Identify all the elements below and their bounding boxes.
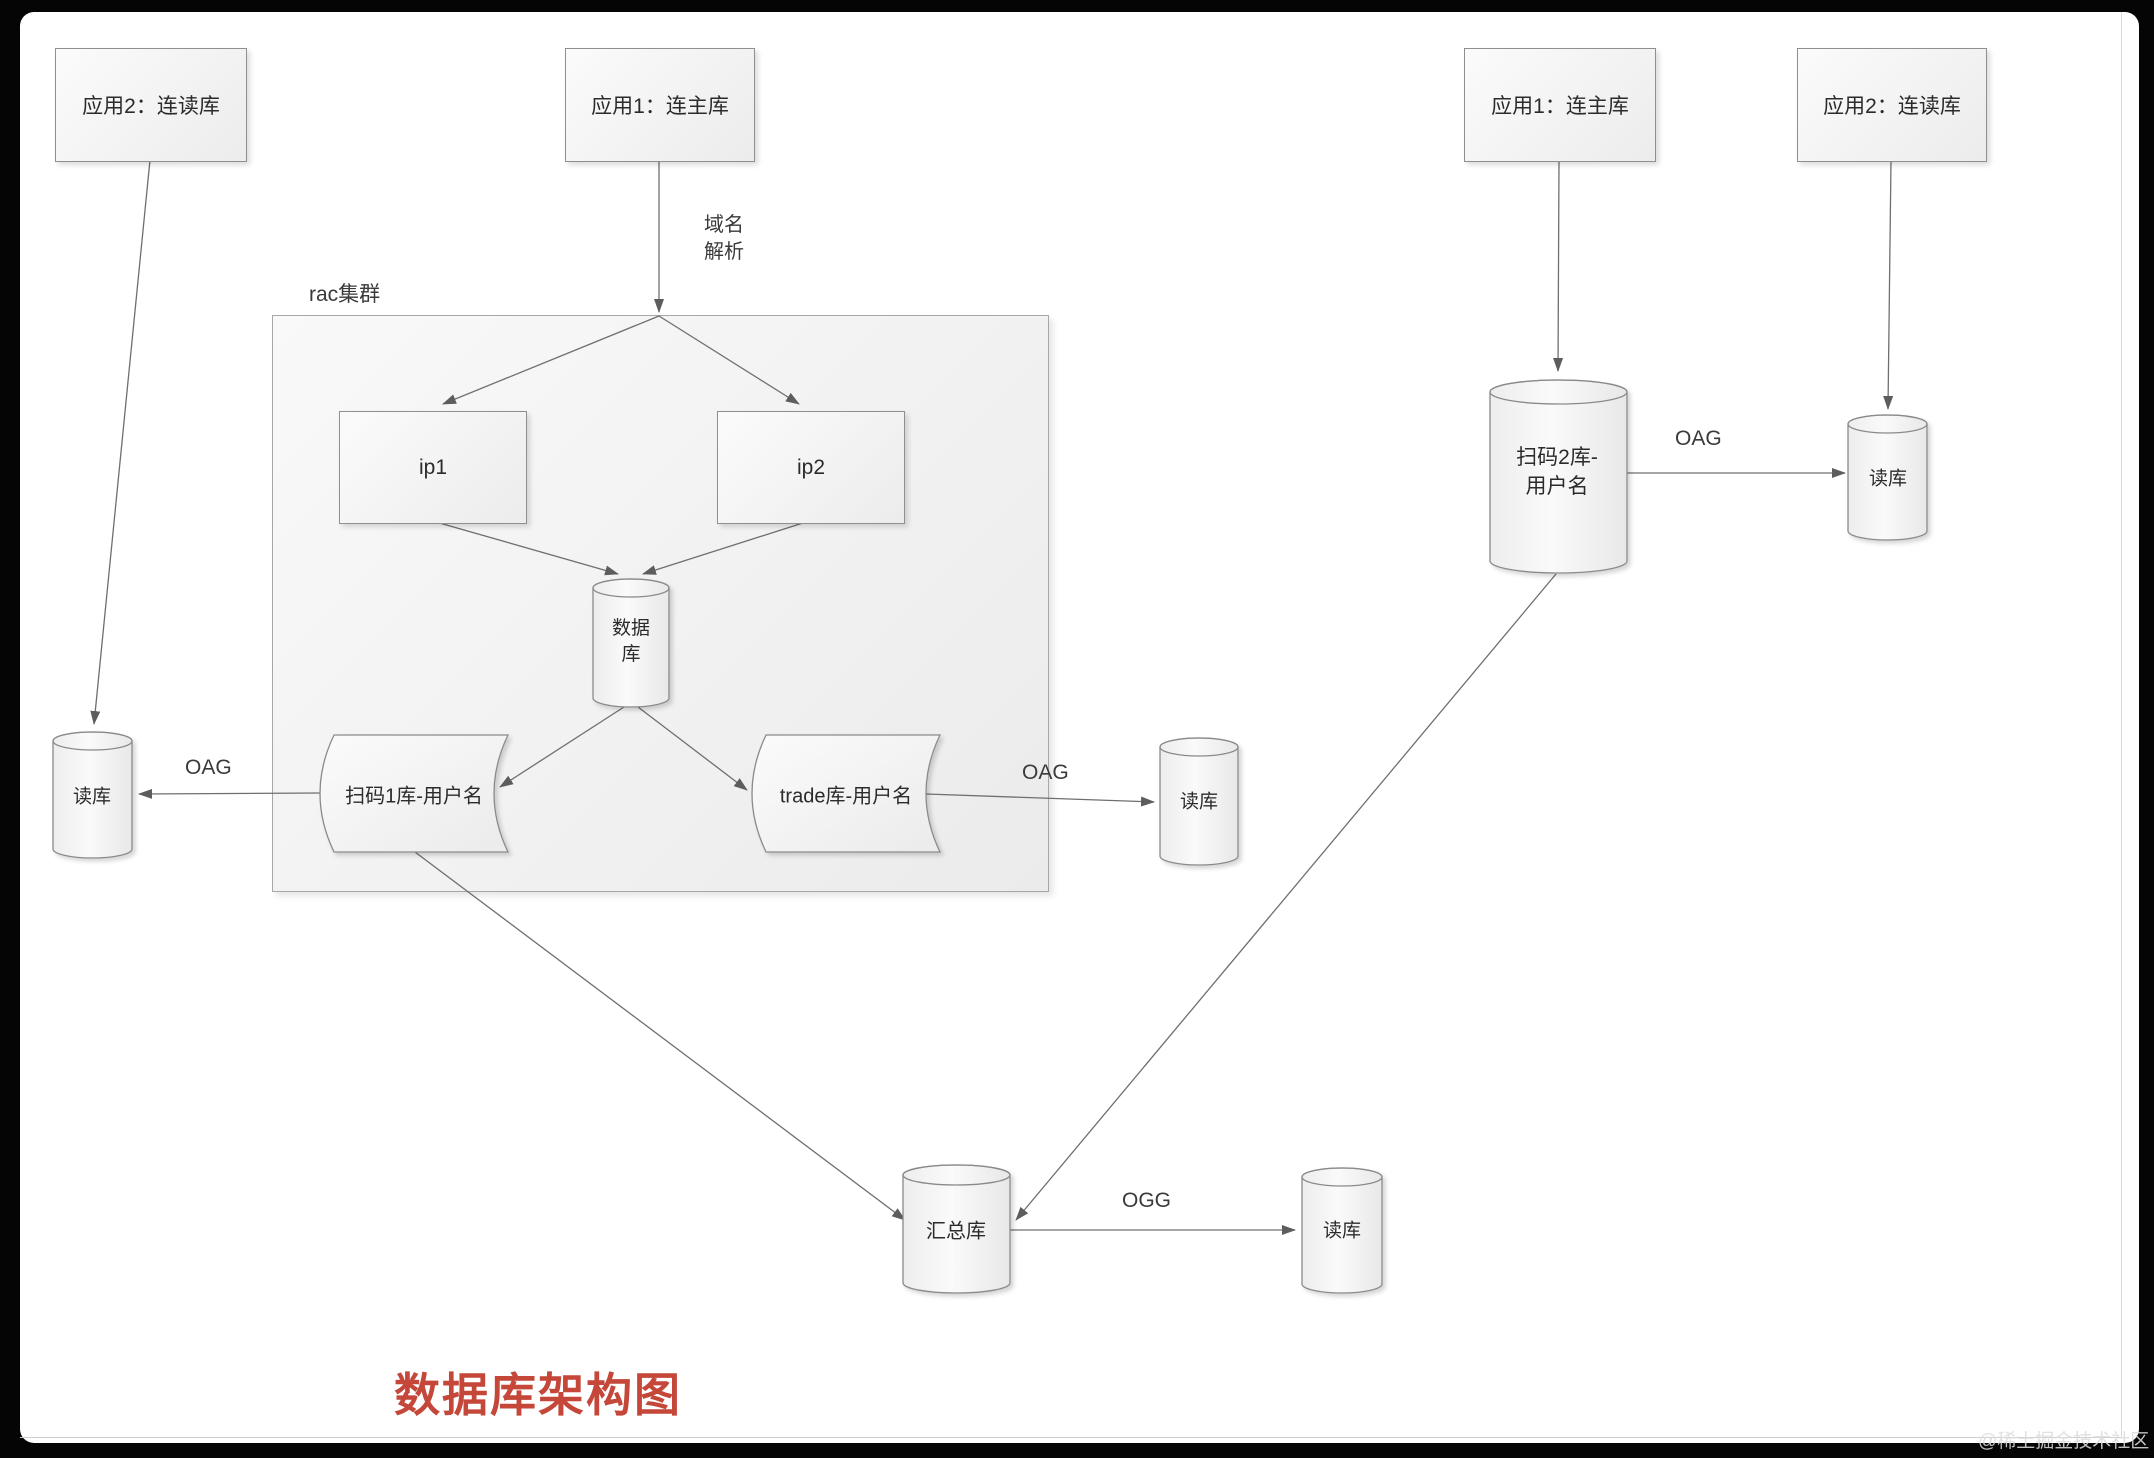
cylinder-read-bottom — [1301, 1167, 1383, 1294]
oag-label-left: OAG — [185, 756, 232, 779]
edge-database-to-scan1 — [499, 706, 625, 788]
edge-database-to-trade — [637, 706, 748, 791]
read-db-mid-label: 读库 — [1179, 791, 1219, 813]
edge-scan1-to-summary — [414, 851, 906, 1221]
edge-app2left-to-readleft — [90, 159, 151, 725]
rac-cluster-label: rac集群 — [309, 283, 381, 306]
shape-scan1-db — [319, 734, 510, 853]
cylinder-read-mid — [1159, 737, 1239, 866]
node-app2-read-db-right: 应用2：连读库 — [1797, 48, 1987, 162]
edge-rac-to-ip1 — [442, 315, 660, 405]
node-label: 应用2：连读库 — [1823, 95, 1961, 118]
cylinder-summary-db — [902, 1164, 1011, 1294]
summary-db-label: 汇总库 — [926, 1220, 986, 1243]
watermark: @稀土掘金技术社区 — [1978, 1431, 2150, 1452]
shape-trade-db — [751, 734, 942, 853]
scan1-db-label: 扫码1库-用户名 — [345, 785, 483, 808]
node-app1-main-db-right: 应用1：连主库 — [1464, 48, 1656, 162]
edge-ip2-to-database — [642, 521, 807, 575]
read-db-right-label: 读库 — [1868, 468, 1908, 490]
cylinder-read-right — [1847, 414, 1928, 541]
page-title: 数据库架构图 — [394, 1369, 682, 1421]
edge-scan1-to-readleft — [138, 788, 321, 799]
oag-label-mid: OAG — [1022, 761, 1069, 784]
edge-trade-to-readmid — [925, 793, 1155, 807]
oag-label-right: OAG — [1675, 427, 1722, 450]
ogg-label: OGG — [1122, 1189, 1172, 1212]
node-label: 应用2：连读库 — [82, 95, 220, 118]
node-ip2: ip2 — [717, 411, 905, 524]
node-label: 应用1：连主库 — [591, 95, 729, 118]
edge-app1right-to-scan2 — [1553, 159, 1564, 372]
node-app1-main-db-center: 应用1：连主库 — [565, 48, 755, 162]
scan2-db-label: 扫码2库- 用户名 — [1516, 446, 1598, 498]
diagram-canvas — [20, 12, 2122, 1438]
trade-db-label: trade库-用户名 — [779, 785, 913, 808]
node-label: 应用1：连主库 — [1491, 95, 1629, 118]
node-ip1: ip1 — [339, 411, 527, 524]
cylinder-database — [592, 578, 670, 708]
cylinder-read-left — [52, 731, 133, 859]
edge-rac-to-ip2 — [658, 315, 800, 405]
dns-resolution-label: 域名 解析 — [704, 214, 744, 263]
node-app2-read-db-left: 应用2：连读库 — [55, 48, 247, 162]
cylinder-scan2-db — [1489, 379, 1628, 574]
edge-scan2-to-summary — [1015, 573, 1557, 1221]
edge-app2right-to-readright — [1883, 159, 1894, 410]
database-label: 数据 库 — [611, 618, 651, 665]
read-db-bottom-label: 读库 — [1322, 1220, 1362, 1242]
node-label: ip2 — [796, 455, 826, 479]
edge-ip1-to-database — [435, 521, 619, 576]
read-db-left-label: 读库 — [72, 786, 112, 808]
node-label: ip1 — [418, 455, 448, 479]
